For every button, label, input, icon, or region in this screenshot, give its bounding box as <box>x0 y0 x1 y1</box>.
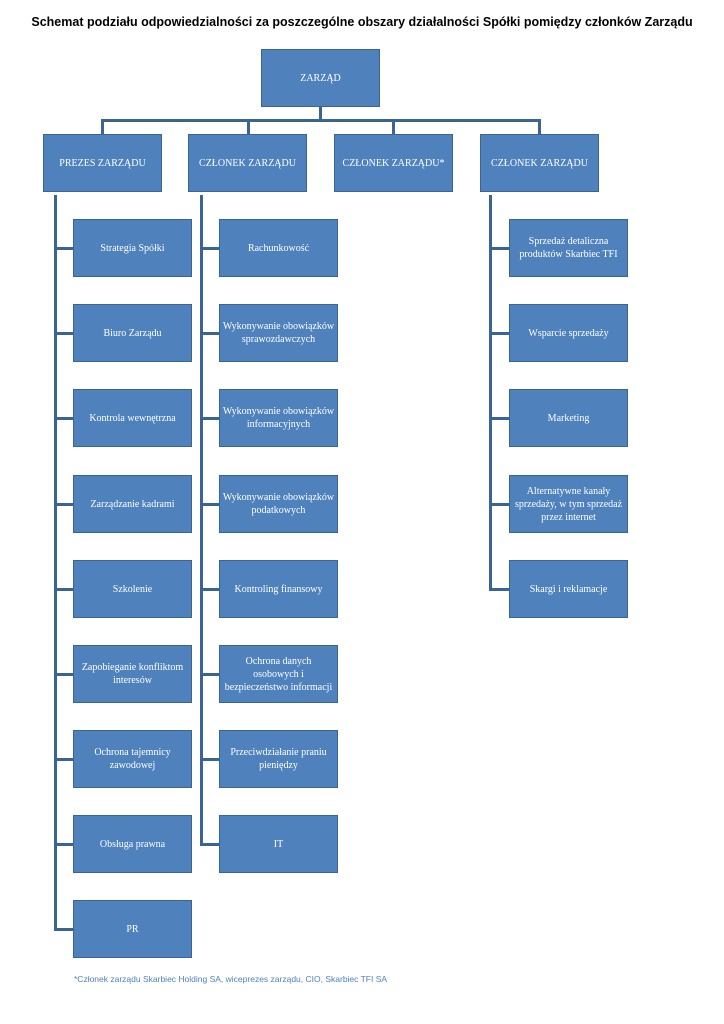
branch <box>200 247 220 250</box>
area-box: Strategia Spółki <box>73 219 192 277</box>
area-box: Skargi i reklamacje <box>509 560 628 618</box>
area-box: Wykonywanie obowiązków informacyjnych <box>219 389 338 447</box>
connector-m3-down <box>392 119 395 135</box>
branch <box>54 928 74 931</box>
branch <box>200 417 220 420</box>
branch <box>489 247 511 250</box>
spine-m4 <box>489 195 492 590</box>
area-box: PR <box>73 900 192 958</box>
area-box: Ochrona danych osobowych i bezpieczeństw… <box>219 645 338 703</box>
area-box: Ochrona tajemnicy zawodowej <box>73 730 192 788</box>
branch <box>489 588 511 591</box>
branch <box>200 588 220 591</box>
area-box: Wykonywanie obowiązków sprawozdawczych <box>219 304 338 362</box>
connector-horizontal <box>101 119 541 122</box>
connector-m2-down <box>247 119 250 135</box>
branch <box>489 503 511 506</box>
area-box: Przeciwdziałanie praniu pieniędzy <box>219 730 338 788</box>
area-box: IT <box>219 815 338 873</box>
branch <box>54 332 74 335</box>
branch <box>489 332 511 335</box>
area-box: Zapobieganie konfliktom interesów <box>73 645 192 703</box>
area-box: Biuro Zarządu <box>73 304 192 362</box>
branch <box>54 673 74 676</box>
area-box: Szkolenie <box>73 560 192 618</box>
area-box: Wsparcie sprzedaży <box>509 304 628 362</box>
branch <box>54 247 74 250</box>
page-title: Schemat podziału odpowiedzialności za po… <box>31 15 693 29</box>
connector-root-down <box>319 106 322 120</box>
member-box-prezes: PREZES ZARZĄDU <box>43 134 162 192</box>
branch <box>54 758 74 761</box>
spine-m1 <box>54 195 57 931</box>
branch <box>200 503 220 506</box>
area-box: Kontrola wewnętrzna <box>73 389 192 447</box>
branch <box>54 588 74 591</box>
area-box: Wykonywanie obowiązków podatkowych <box>219 475 338 533</box>
member-box-czlonek-1: CZŁONEK ZARZĄDU <box>188 134 307 192</box>
branch <box>200 758 220 761</box>
connector-m1-down <box>101 119 104 135</box>
branch <box>489 417 511 420</box>
branch <box>200 673 220 676</box>
footnote: *Członek zarządu Skarbiec Holding SA, wi… <box>74 974 388 984</box>
area-box: Alternatywne kanały sprzedaży, w tym spr… <box>509 475 628 533</box>
branch <box>54 503 74 506</box>
area-box: Sprzedaż detaliczna produktów Skarbiec T… <box>509 219 628 277</box>
area-box: Kontroling finansowy <box>219 560 338 618</box>
area-box: Obsługa prawna <box>73 815 192 873</box>
branch <box>54 843 74 846</box>
area-box: Rachunkowość <box>219 219 338 277</box>
area-box: Zarządzanie kadrami <box>73 475 192 533</box>
branch <box>200 332 220 335</box>
member-box-czlonek-3: CZŁONEK ZARZĄDU <box>480 134 599 192</box>
spine-m2 <box>200 195 203 846</box>
branch <box>200 843 220 846</box>
member-box-czlonek-2: CZŁONEK ZARZĄDU* <box>334 134 453 192</box>
connector-m4-down <box>538 119 541 135</box>
area-box: Marketing <box>509 389 628 447</box>
branch <box>54 417 74 420</box>
root-box: ZARZĄD <box>261 49 380 107</box>
